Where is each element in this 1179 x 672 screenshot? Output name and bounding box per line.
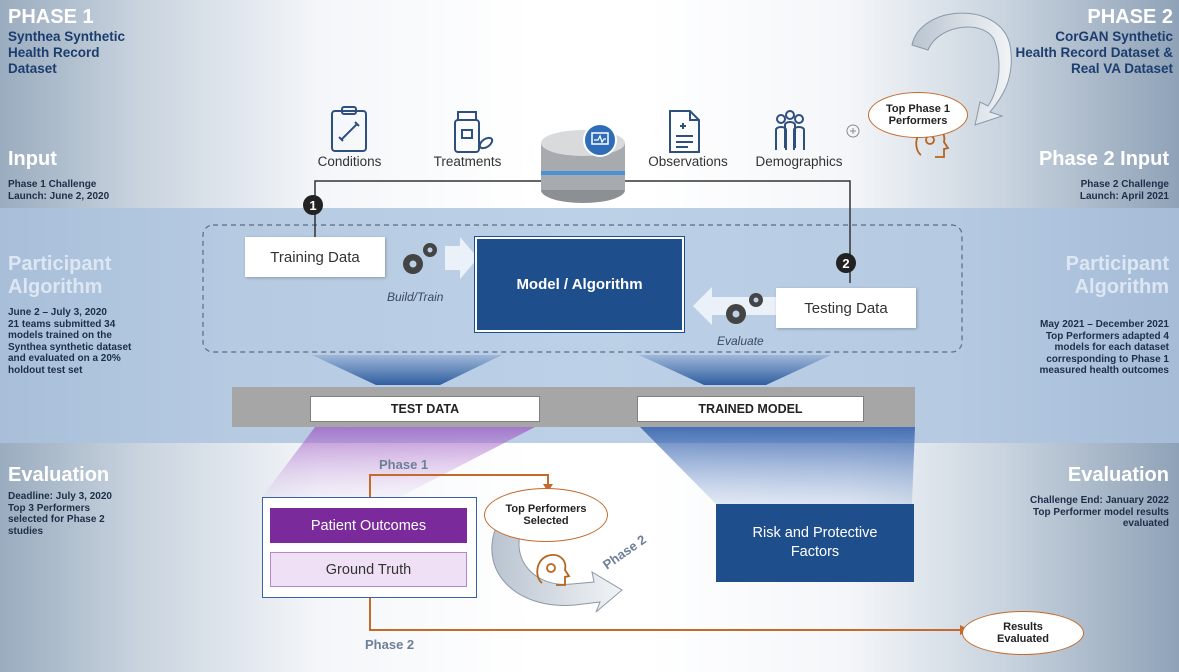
- top-performers-selected-oval: Top Performers Selected: [484, 488, 608, 542]
- left-algo-line-4: Synthea synthetic dataset: [8, 341, 132, 353]
- phase1-path: [369, 474, 549, 497]
- down-arrow-left: [312, 355, 502, 385]
- phase1-path-label: Phase 1: [379, 457, 429, 472]
- risk-line-2: Factors: [790, 544, 840, 560]
- model-algorithm-box: Model / Algorithm: [475, 237, 684, 332]
- left-phase-subtitle-2: Health Record: [8, 45, 100, 60]
- trained-model-beam: [640, 427, 915, 504]
- risk-protective-factors-box: Risk and Protective Factors: [716, 504, 914, 582]
- demographics-icon: [775, 110, 805, 150]
- left-phase-subtitle-1: Synthea Synthetic: [8, 29, 126, 44]
- right-phase-block: PHASE 2 CorGAN Synthetic Health Record D…: [953, 6, 1173, 77]
- training-connector: [314, 180, 545, 237]
- selected-oval-line-2: Selected: [523, 515, 569, 527]
- right-eval-line-2: Top Performer model results: [1033, 506, 1169, 518]
- selected-oval-line-1: Top Performers: [505, 503, 587, 515]
- top-oval-line-2: Performers: [888, 115, 948, 127]
- build-train-label: Build/Train: [387, 290, 444, 304]
- risk-line-1: Risk and Protective: [752, 525, 878, 541]
- ground-truth-box: Ground Truth: [270, 552, 467, 587]
- left-eval-line-3: selected for Phase 2: [8, 514, 105, 525]
- right-algo-line-5: measured health outcomes: [1039, 365, 1169, 376]
- right-input-heading: Phase 2 Input: [1038, 148, 1169, 170]
- evaluate-gear-icon: [726, 293, 763, 324]
- top-oval-line-1: Top Phase 1: [886, 103, 950, 115]
- left-phase-title: PHASE 1: [8, 6, 94, 28]
- performer-head-icon-bottom: [536, 554, 571, 586]
- demographics-label: Demographics: [755, 154, 843, 169]
- down-arrow-right: [639, 355, 831, 385]
- treatments-icon: [454, 111, 494, 153]
- left-eval-heading: Evaluation: [8, 464, 110, 486]
- testing-connector: [620, 180, 851, 283]
- trained-model-label: TRAINED MODEL: [637, 396, 864, 422]
- left-input-line-2: Launch: June 2, 2020: [8, 190, 110, 202]
- left-eval-line-4: studies: [8, 525, 44, 537]
- left-eval-block: Evaluation Deadline: July 3, 2020 Top 3 …: [8, 464, 178, 537]
- right-eval-heading: Evaluation: [1067, 464, 1169, 486]
- phase2-curve-arrow-icon: [491, 527, 623, 613]
- top-phase1-performers-oval: Top Phase 1 Performers: [868, 92, 968, 138]
- left-eval-line-2: Top 3 Performers: [8, 502, 91, 514]
- right-phase-title: PHASE 2: [1087, 6, 1173, 28]
- right-algo-heading-1: Participant: [1065, 253, 1169, 275]
- test-data-label: TEST DATA: [310, 396, 540, 422]
- testing-data-box: Testing Data: [776, 288, 916, 328]
- left-algo-heading-1: Participant: [8, 253, 112, 275]
- left-algo-heading-2: Algorithm: [8, 276, 103, 298]
- right-algorithm-block: Participant Algorithm May 2021 – Decembe…: [969, 253, 1169, 377]
- left-eval-line-1: Deadline: July 3, 2020: [8, 491, 112, 502]
- right-algo-line-2: Top Performers adapted 4: [1045, 330, 1169, 342]
- evaluate-label: Evaluate: [717, 334, 764, 348]
- right-input-line-2: Launch: April 2021: [1079, 190, 1169, 202]
- left-algorithm-block: Participant Algorithm June 2 – July 3, 2…: [8, 253, 183, 376]
- left-input-block: Input Phase 1 Challenge Launch: June 2, …: [8, 148, 178, 202]
- left-algo-line-3: models trained on the: [8, 330, 112, 341]
- results-evaluated-oval: Results Evaluated: [962, 611, 1084, 655]
- phase2-path: [369, 596, 960, 631]
- left-phase-block: PHASE 1 Synthea Synthetic Health Record …: [8, 6, 178, 77]
- step-1-badge: 1: [303, 195, 323, 215]
- results-line-1: Results: [1003, 621, 1043, 633]
- treatments-label: Treatments: [433, 154, 502, 169]
- observations-label: Observations: [648, 154, 728, 169]
- right-input-line-1: Phase 2 Challenge: [1080, 179, 1169, 190]
- left-algo-line-1: June 2 – July 3, 2020: [8, 307, 107, 318]
- test-data-beam: [262, 427, 535, 497]
- conditions-icon: [331, 106, 367, 152]
- right-algo-line-1: May 2021 – December 2021: [1040, 319, 1169, 330]
- phase2-path-label: Phase 2: [365, 637, 415, 652]
- algorithm-container: [202, 224, 963, 353]
- right-eval-block: Evaluation Challenge End: January 2022 T…: [969, 464, 1169, 530]
- build-gear-icon: [403, 243, 437, 274]
- right-eval-line-3: evaluated: [1122, 518, 1169, 529]
- training-data-box: Training Data: [245, 237, 385, 277]
- patient-outcomes-box: Patient Outcomes: [270, 508, 467, 543]
- left-input-line-1: Phase 1 Challenge: [8, 179, 97, 190]
- right-phase-subtitle-1: CorGAN Synthetic: [1055, 29, 1173, 44]
- left-input-heading: Input: [8, 148, 57, 170]
- carryover-arrow-icon: [911, 12, 1012, 126]
- results-line-2: Evaluated: [997, 633, 1049, 645]
- observations-icon: [669, 110, 700, 153]
- right-algo-line-4: corresponding to Phase 1: [1046, 353, 1169, 365]
- step-2-badge: 2: [836, 253, 856, 273]
- left-phase-subtitle-3: Dataset: [8, 61, 57, 76]
- left-algo-line-2: 21 teams submitted 34: [8, 318, 116, 330]
- left-algo-line-6: holdout test set: [8, 364, 83, 376]
- database-icon: [541, 123, 625, 203]
- add-icon: [846, 124, 860, 138]
- conditions-label: Conditions: [317, 154, 382, 169]
- right-eval-line-1: Challenge End: January 2022: [1030, 495, 1169, 506]
- left-algo-line-5: and evaluated on a 20%: [8, 353, 121, 364]
- train-arrow: [445, 237, 478, 279]
- right-algo-heading-2: Algorithm: [1074, 276, 1169, 298]
- right-algo-line-3: models for each dataset: [1054, 342, 1169, 353]
- right-input-block: Phase 2 Input Phase 2 Challenge Launch: …: [969, 148, 1169, 202]
- right-phase-subtitle-2: Health Record Dataset &: [1015, 45, 1173, 60]
- right-phase-subtitle-3: Real VA Dataset: [1070, 61, 1173, 76]
